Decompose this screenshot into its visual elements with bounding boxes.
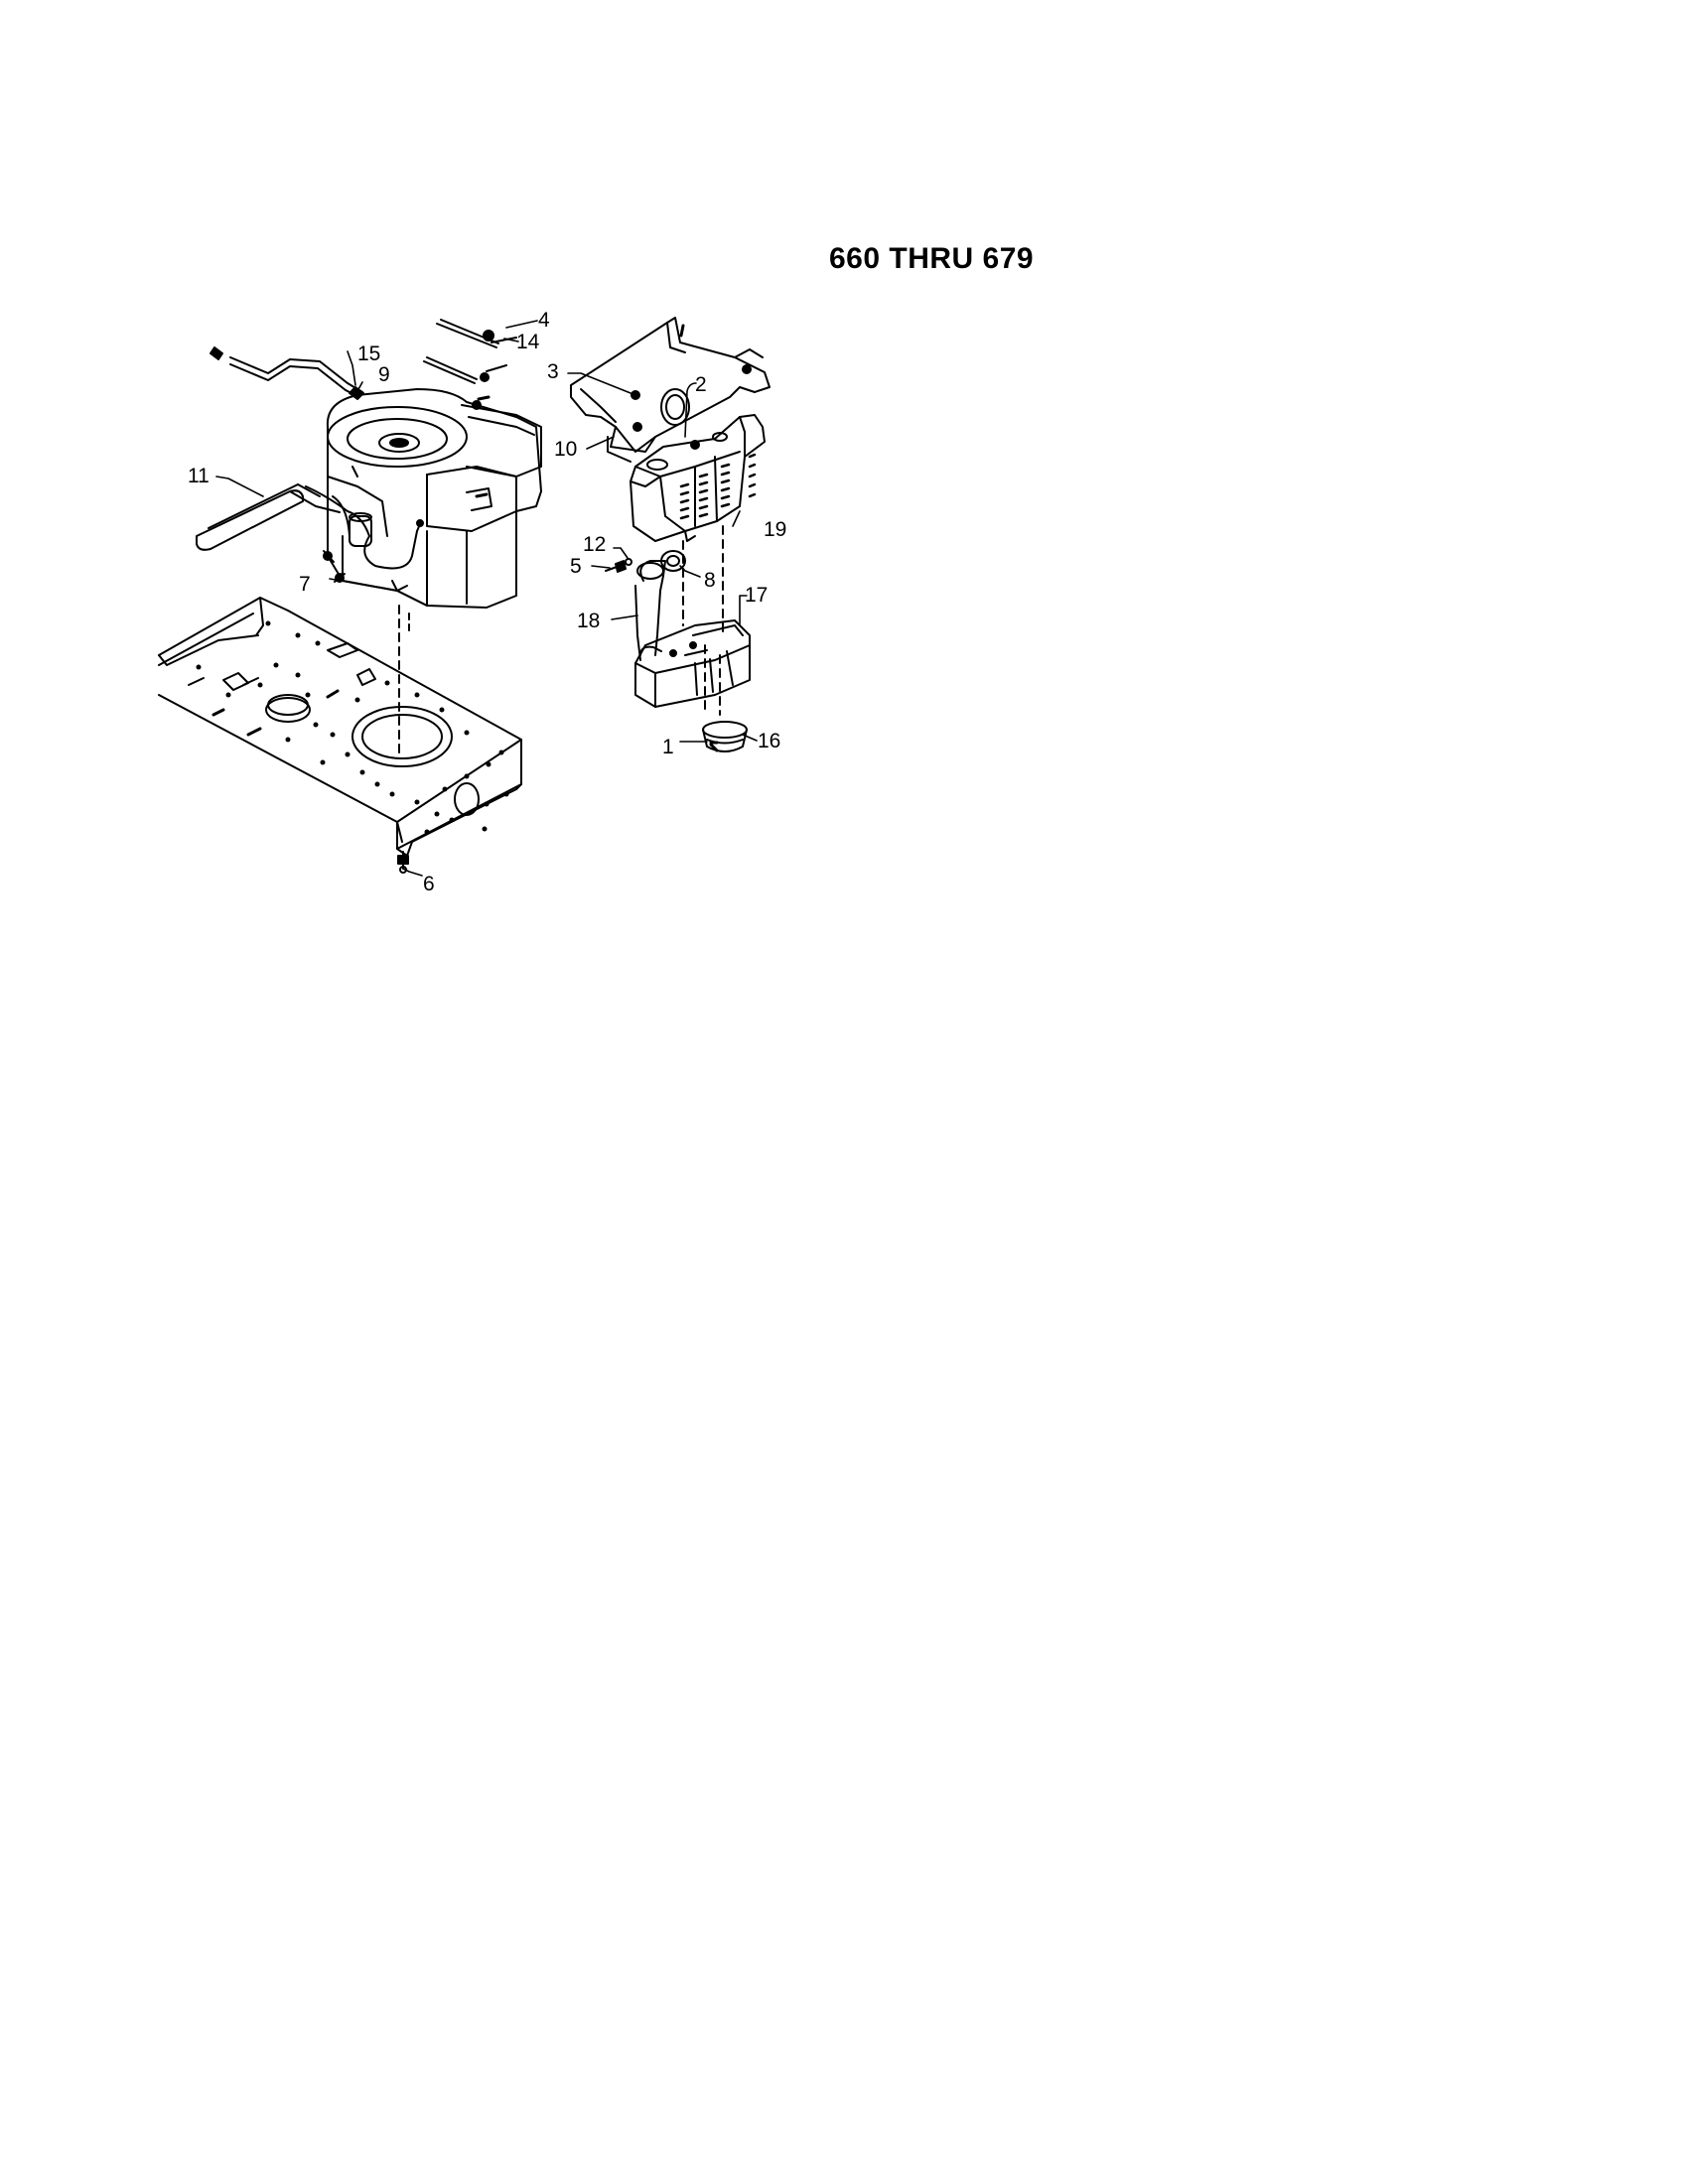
callout-6: 6 xyxy=(423,873,435,895)
bolt-washer-illustration xyxy=(605,558,632,573)
callout-17: 17 xyxy=(745,584,768,607)
callout-19: 19 xyxy=(764,518,786,541)
callout-12: 12 xyxy=(583,533,606,556)
lift-rod-illustration xyxy=(210,346,364,400)
callout-3: 3 xyxy=(547,360,559,383)
engine-illustration xyxy=(305,388,542,609)
callout-8: 8 xyxy=(704,569,716,592)
callout-14: 14 xyxy=(516,331,540,353)
muffler-illustration xyxy=(634,560,751,708)
muffler-bracket-illustration xyxy=(570,317,771,463)
callout-5: 5 xyxy=(570,555,582,578)
callout-9: 9 xyxy=(378,363,390,386)
heat-shield-illustration xyxy=(630,414,766,542)
callout-16: 16 xyxy=(758,730,780,752)
callout-10: 10 xyxy=(554,438,577,461)
deflector-illustration xyxy=(702,721,748,752)
callout-1: 1 xyxy=(662,736,674,758)
callout-18: 18 xyxy=(577,610,600,632)
tractor-frame-illustration xyxy=(158,597,522,874)
callout-4: 4 xyxy=(538,309,550,332)
throttle-cable-illustration xyxy=(423,319,517,410)
callout-2: 2 xyxy=(695,373,707,396)
callout-7: 7 xyxy=(299,573,311,596)
model-range-title: 660 THRU 679 xyxy=(829,242,1035,275)
callout-15: 15 xyxy=(357,342,380,365)
callout-11: 11 xyxy=(188,465,210,487)
handle-grip-illustration xyxy=(196,483,341,551)
